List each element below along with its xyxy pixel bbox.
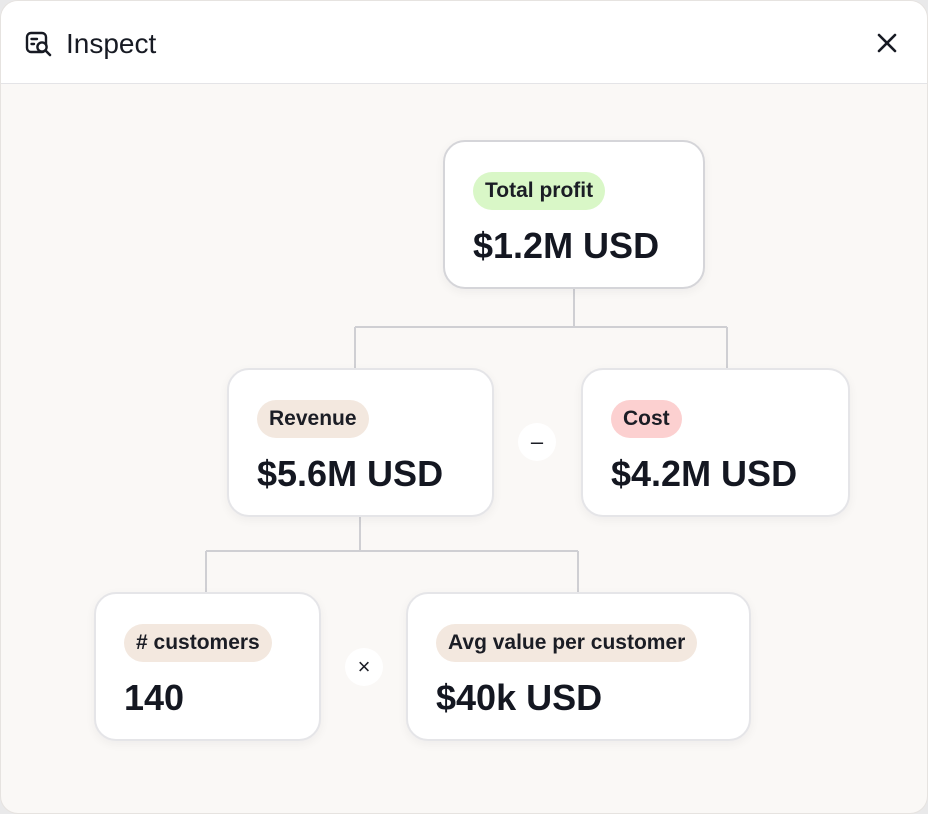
node-value: $4.2M USD xyxy=(611,453,798,494)
node-label: Avg value per customer xyxy=(436,624,698,662)
node-avg-value-per-customer[interactable]: Avg value per customer $40k USD xyxy=(406,592,751,741)
close-icon[interactable] xyxy=(873,29,901,57)
formula-tree: Total profit $1.2M USD Revenue $5.6M USD… xyxy=(1,84,927,813)
node-value: $40k USD xyxy=(436,677,603,718)
node-cost[interactable]: Cost $4.2M USD xyxy=(581,368,850,517)
node-total-profit[interactable]: Total profit $1.2M USD xyxy=(443,140,705,289)
tree-connectors xyxy=(205,289,728,592)
inspect-icon xyxy=(25,31,52,57)
node-label: Cost xyxy=(611,400,682,438)
panel-header: Inspect xyxy=(1,1,927,84)
node-value: 140 xyxy=(124,677,185,718)
connector-root xyxy=(354,289,728,368)
node-value: $5.6M USD xyxy=(257,453,444,494)
multiply-operator: × xyxy=(345,648,383,686)
node-value: $1.2M USD xyxy=(473,225,660,266)
minus-operator: – xyxy=(518,423,556,461)
node-customers[interactable]: # customers 140 xyxy=(94,592,321,741)
connector-revenue xyxy=(205,517,579,592)
panel-title: Inspect xyxy=(66,28,157,59)
node-label: Revenue xyxy=(257,400,369,438)
node-label: Total profit xyxy=(473,172,606,210)
node-label: # customers xyxy=(124,624,272,662)
node-revenue[interactable]: Revenue $5.6M USD xyxy=(227,368,494,517)
